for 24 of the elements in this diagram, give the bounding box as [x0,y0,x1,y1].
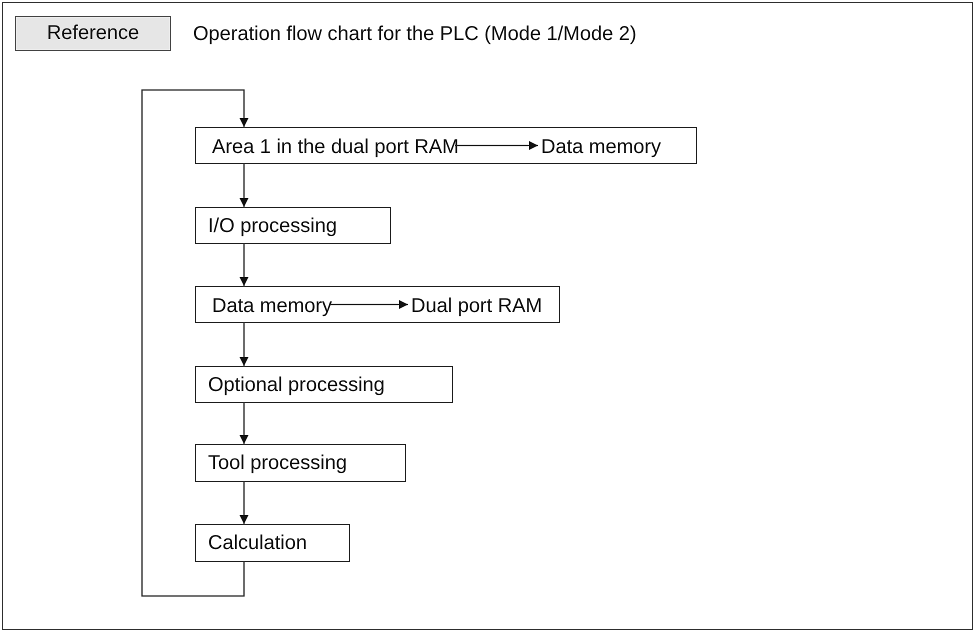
box-text: Dual port RAM [411,296,542,316]
process-box [195,366,453,403]
box-label: Tool processing [208,453,347,473]
box-label: Calculation [208,533,307,553]
arrow [240,403,248,444]
box-text: Area 1 in the dual port RAM [212,136,459,156]
arrow [240,244,248,286]
process-box [195,207,391,244]
process-box [195,127,697,164]
arrow [240,164,248,207]
box-label: I/O processing [208,216,337,236]
arrow [141,89,248,597]
arrow [329,300,408,309]
process-box [195,524,350,562]
process-box [195,444,406,482]
box-label: Optional processing [208,374,385,394]
arrow [455,141,538,150]
box-text: Data memory [541,136,662,156]
arrow [240,323,248,366]
heading: Operation flow chart for the PLC (Mode 1/Mode 2) [193,23,637,46]
reference-tag: Reference [15,16,171,51]
box-text: Data memory [212,296,332,316]
arrow [240,482,248,524]
process-box [195,286,560,323]
